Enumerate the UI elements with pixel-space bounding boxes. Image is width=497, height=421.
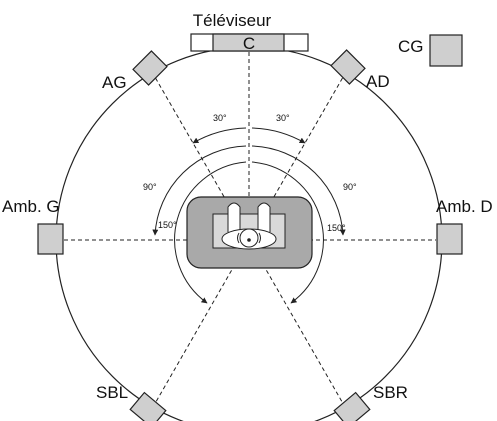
arc-150-right [251,161,324,304]
arc-150-left [174,161,247,304]
listener-legs-icon [227,202,271,232]
arc-90-right [251,145,346,236]
center-speaker-label: C [243,34,255,53]
front-left-label: AG [102,73,127,92]
listening-position-dot [247,238,251,242]
angle-label-rear-left: 150° [158,220,177,230]
surround-right-speaker-icon [436,223,463,255]
tv-label: Téléviseur [193,11,272,30]
subwoofer-label: CG [398,37,424,56]
surround-back-left-label: SBL [96,383,128,402]
subwoofer-icon [429,34,463,67]
front-left-speaker-icon [132,50,168,86]
angle-label-rear-right: 150° [327,223,346,233]
surround-left-label: Amb. G [2,197,60,216]
front-right-speaker-icon [330,49,366,85]
arc-30-left [192,127,247,144]
surround-back-right-speaker-icon [333,391,371,421]
front-right-label: AD [366,72,390,91]
center-speaker-icon [212,33,285,52]
sofa-with-listener [186,196,313,269]
angle-arcs [152,127,346,304]
surround-back-right-label: SBR [373,383,408,402]
surround-left-speaker-icon [37,223,64,255]
arc-30-right [251,127,306,144]
angle-label-side-left: 90° [143,182,157,192]
listener-head-icon [239,228,259,248]
angle-label-side-right: 90° [343,182,357,192]
angle-label-front-right: 30° [276,113,290,123]
surround-right-label: Amb. D [436,197,493,216]
arc-90-left [152,145,247,236]
listener-ears-icon [237,232,261,244]
surround-back-left-speaker-icon [129,391,167,421]
angle-label-front-left: 30° [213,113,227,123]
